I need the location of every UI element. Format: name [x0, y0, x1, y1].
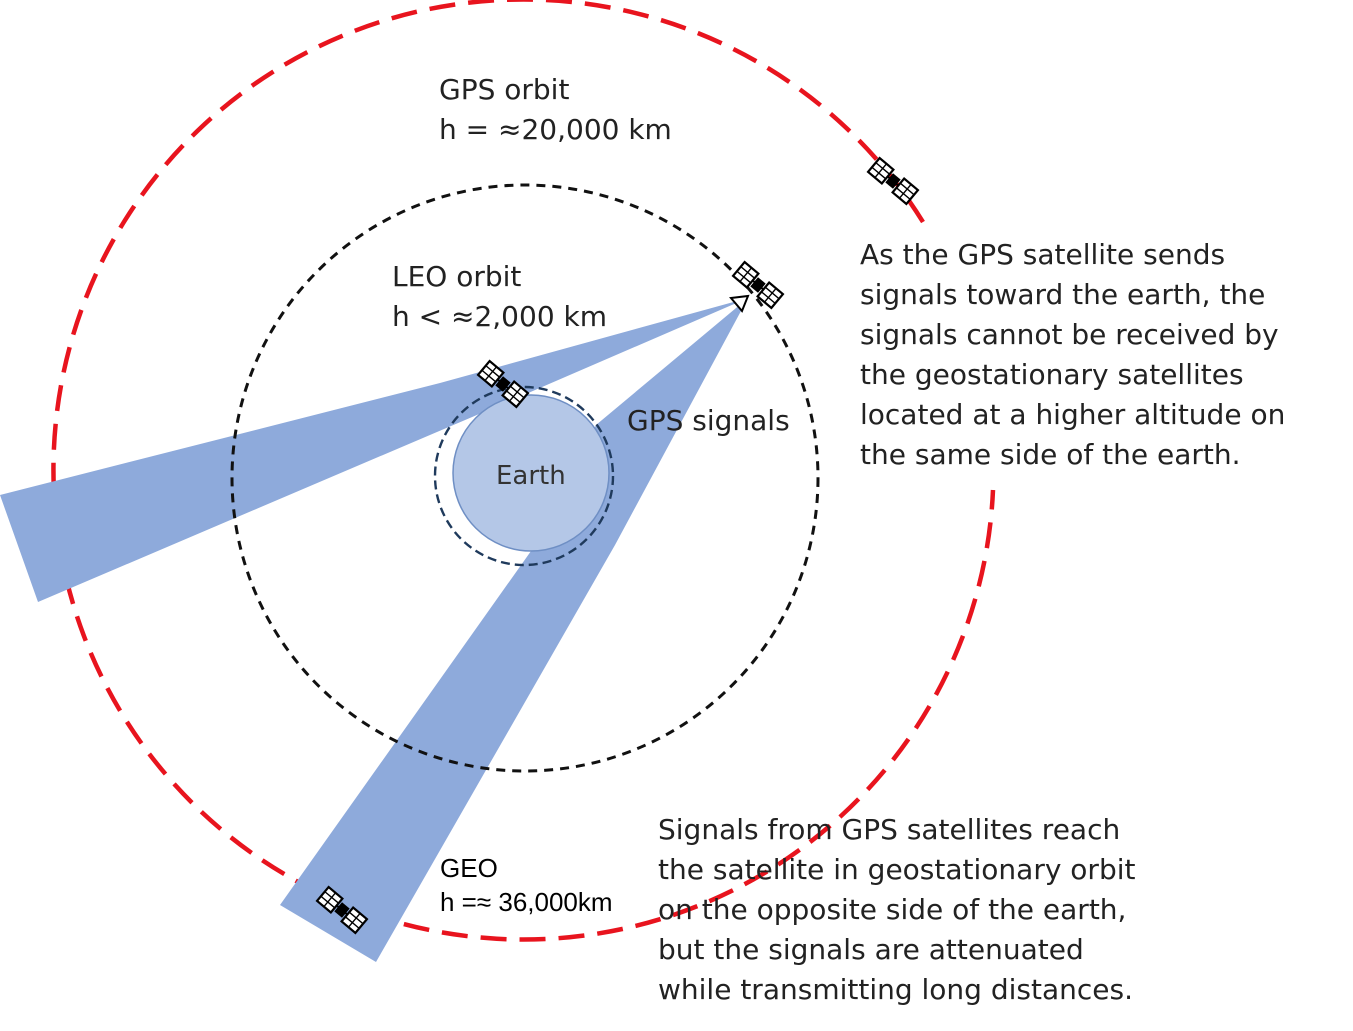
geo-name: GEO — [440, 853, 498, 883]
leo-orbit — [433, 385, 615, 567]
earth — [452, 394, 610, 552]
earth-label: Earth — [496, 461, 566, 491]
gps-signals-label: GPS signals — [627, 404, 790, 437]
gps-orbit-name: GPS orbit — [439, 73, 570, 106]
satellite-dish-icon — [729, 294, 750, 313]
geo-altitude: h =≈ 36,000km — [440, 887, 613, 917]
note-opposite-side: Signals from GPS satellites reach the sa… — [658, 813, 1136, 1006]
leo-orbit-altitude: h < ≈2,000 km — [392, 300, 608, 333]
leo-orbit-label: LEO orbit h < ≈2,000 km — [392, 257, 607, 337]
gps-orbit — [230, 183, 820, 773]
gps-orbit-altitude: h = ≈20,000 km — [439, 113, 672, 146]
gps-signal-beam-leo — [0, 298, 748, 602]
satellite-icon — [866, 156, 920, 206]
note-same-side: As the GPS satellite sends signals towar… — [860, 238, 1286, 471]
leo-orbit-name: LEO orbit — [392, 260, 522, 293]
geo-label: GEO h =≈ 36,000km — [440, 851, 613, 919]
gps-signal-beam-geo — [280, 298, 748, 962]
gps-orbit-label: GPS orbit h = ≈20,000 km — [439, 70, 672, 150]
